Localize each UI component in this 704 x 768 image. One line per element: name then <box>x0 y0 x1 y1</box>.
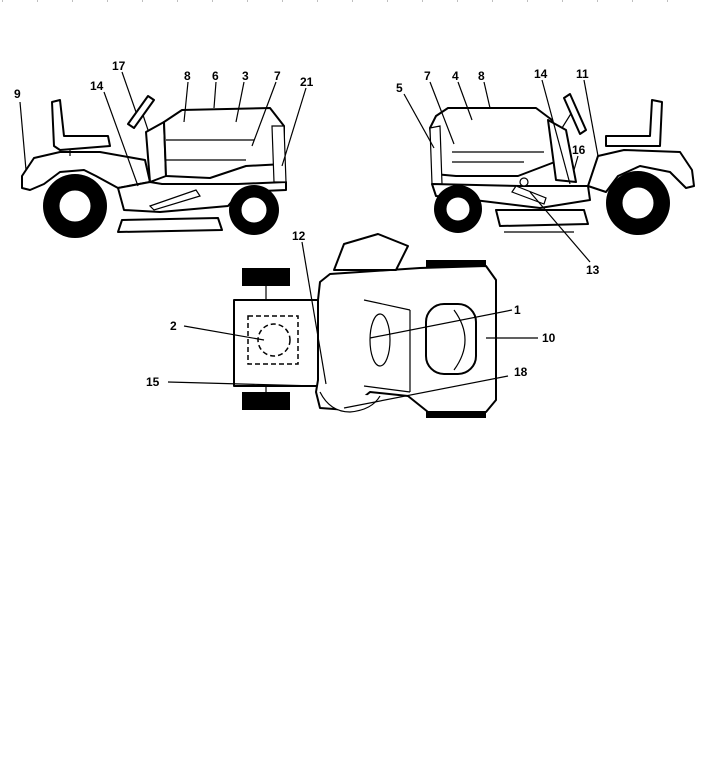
callout-15: 15 <box>146 375 160 389</box>
leader-7-right <box>429 81 455 145</box>
leader-14-left <box>103 91 139 187</box>
callouts-top-view: 12 1 2 10 15 18 <box>146 229 556 389</box>
seat-right <box>605 99 663 147</box>
top-deck-edge <box>319 391 381 413</box>
dash-tower <box>145 121 167 183</box>
seat <box>51 99 111 151</box>
mower-deck <box>117 217 223 233</box>
callout-1: 1 <box>514 303 521 317</box>
top-panel-left <box>363 299 411 311</box>
callout-5: 5 <box>396 81 403 95</box>
callouts-right-view: 5 7 4 8 14 11 16 13 <box>396 67 600 277</box>
tractor-right-side-view <box>429 93 695 235</box>
callout-6: 6 <box>212 69 219 83</box>
leader-1 <box>369 309 513 339</box>
leader-9 <box>19 101 27 171</box>
top-hood-decal <box>247 315 299 365</box>
leader-16 <box>573 155 579 171</box>
callout-8-left: 8 <box>184 69 191 83</box>
leader-6 <box>213 81 217 109</box>
leader-8-right <box>483 81 491 109</box>
top-steering-wheel <box>369 313 391 367</box>
callout-17: 17 <box>112 59 126 73</box>
callout-3: 3 <box>242 69 249 83</box>
callout-12: 12 <box>292 229 306 243</box>
callout-11: 11 <box>576 67 589 81</box>
tractor-top-view <box>233 233 497 418</box>
callout-10: 10 <box>542 331 556 345</box>
rear-fender-right <box>587 149 695 193</box>
leader-15 <box>167 381 317 387</box>
lift-lever <box>148 189 201 211</box>
callout-2: 2 <box>170 319 177 333</box>
steering-wheel <box>127 95 155 129</box>
callout-14-left: 14 <box>90 79 104 93</box>
callout-7-right: 7 <box>424 69 431 83</box>
top-front-wheel-upper <box>242 268 290 286</box>
rear-wheel-hub <box>58 189 92 223</box>
top-discharge-chute <box>333 233 409 271</box>
top-panel-right <box>363 385 411 393</box>
leader-14-right <box>541 79 571 185</box>
leader-7-left <box>251 81 277 147</box>
steering-wheel-right <box>563 93 587 135</box>
top-seat-back <box>453 309 466 371</box>
top-seat <box>425 303 477 375</box>
callout-13: 13 <box>586 263 600 277</box>
rear-fender <box>21 151 151 191</box>
hood <box>163 107 285 179</box>
callout-4: 4 <box>452 69 459 83</box>
leader-4 <box>457 81 473 121</box>
leader-lines <box>19 71 599 409</box>
leader-11 <box>583 79 599 157</box>
leader-8-left <box>183 81 189 123</box>
callout-21: 21 <box>300 75 314 89</box>
lever-knob <box>519 177 529 187</box>
leader-18 <box>343 375 509 409</box>
callout-14-right: 14 <box>534 67 548 81</box>
grille <box>271 125 287 183</box>
leader-21 <box>281 87 307 167</box>
leader-5 <box>403 93 435 149</box>
leader-3 <box>235 81 245 123</box>
mower-deck-right <box>495 209 589 227</box>
rear-wheel-hub-right <box>621 186 655 220</box>
leader-13 <box>529 191 591 263</box>
lift-lever-right <box>511 185 547 205</box>
callout-9: 9 <box>14 87 21 101</box>
top-hood-decal-circle <box>257 323 291 357</box>
front-wheel-hub-right <box>445 196 471 222</box>
callout-7-left: 7 <box>274 69 281 83</box>
dash-tower-right <box>547 119 577 183</box>
leader-17 <box>121 71 137 113</box>
callouts-left-view: 9 17 14 8 6 3 7 21 <box>14 59 314 101</box>
leader-12 <box>301 241 327 385</box>
callout-18: 18 <box>514 365 528 379</box>
callout-8-right: 8 <box>478 69 485 83</box>
hood-right <box>429 107 561 177</box>
callout-16: 16 <box>572 143 586 157</box>
leader-2 <box>183 325 265 341</box>
grille-right <box>429 125 443 185</box>
top-front-wheel-lower <box>242 392 290 410</box>
tractor-left-side-view <box>21 95 287 238</box>
front-wheel-hub <box>240 196 268 224</box>
